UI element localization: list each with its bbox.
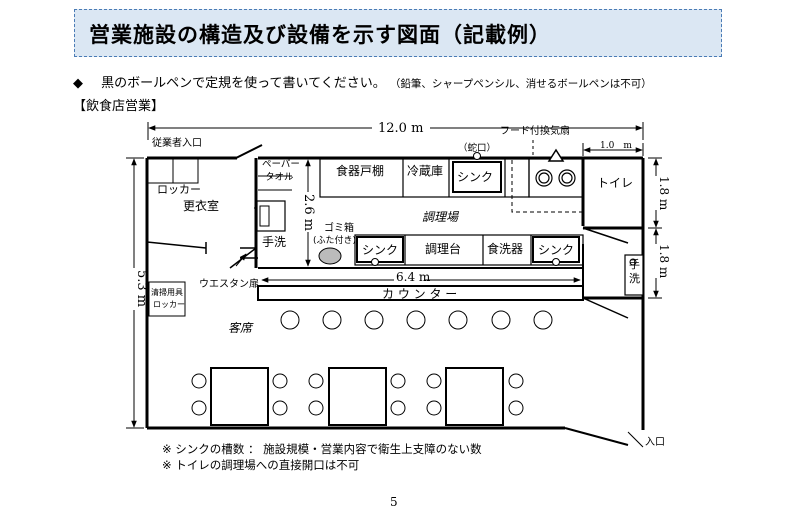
sink-left-label: シンク xyxy=(362,243,398,257)
counter-stool xyxy=(280,310,300,330)
sink-right-label: シンク xyxy=(538,243,574,257)
table-chair xyxy=(272,373,288,389)
dim-total-height-label: 5.3 m xyxy=(134,270,149,307)
page-title: 営業施設の構造及び設備を示す図面（記載例） xyxy=(89,23,551,47)
table-chair xyxy=(308,400,324,416)
counter-stool xyxy=(533,310,553,330)
bullet-icon: ◆ xyxy=(73,76,83,91)
counter-stools xyxy=(280,310,553,330)
table-chair xyxy=(426,373,442,389)
dining-table-group-2 xyxy=(308,367,406,426)
toilet-hand-wash: 手 洗 xyxy=(582,244,644,319)
dimension-kitchen-depth: 2.6 m xyxy=(301,159,316,267)
toilet-label: トイレ xyxy=(597,176,633,190)
dimension-handwash-height: 1.8 m xyxy=(648,228,671,299)
counter: カ ウ ン タ ー xyxy=(257,285,584,301)
hood-fan: フード付換気扇 xyxy=(500,124,583,213)
counter-stool xyxy=(322,310,342,330)
dimension-kitchen-width: 6.4 m xyxy=(261,270,581,284)
prep-table-label: 調理台 xyxy=(425,241,461,256)
dining-table-group-1 xyxy=(191,367,288,426)
cleaning-locker-label-2: ロッカー xyxy=(153,300,185,309)
dining-table xyxy=(328,367,387,426)
staff-entrance-door: 従業者入口 xyxy=(152,136,263,159)
table-chair xyxy=(390,373,406,389)
counter-stool xyxy=(364,310,384,330)
western-door: ウエスタン扉 xyxy=(199,253,259,290)
table-chair xyxy=(426,400,442,416)
cleaning-locker: 清掃用具 ロッカー xyxy=(148,281,186,317)
table-chair xyxy=(390,400,406,416)
section-label: 【飲食店営業】 xyxy=(73,99,165,114)
paper-towel-label-2: タオル xyxy=(265,172,294,183)
cleaning-locker-label-1: 清掃用具 xyxy=(151,287,183,297)
kitchen-upper-equipment: 食器戸棚 冷蔵庫 シンク （蛇口） xyxy=(319,142,530,198)
dimension-toilet-height: 1.8 m xyxy=(648,157,671,229)
locker-label: ロッカー xyxy=(157,183,201,196)
toilet-handwash-label-2: 洗 xyxy=(629,272,640,285)
table-chair xyxy=(308,373,324,389)
dim-total-width-label: 12.0 m xyxy=(378,121,423,136)
dining-table-group-3 xyxy=(426,367,524,426)
dimension-width-total: 12.0 m xyxy=(147,120,644,140)
entrance-label: 入口 xyxy=(645,437,665,448)
table-chair xyxy=(272,400,288,416)
dishwasher-label: 食洗器 xyxy=(487,241,523,256)
table-chair xyxy=(191,373,207,389)
seating-label: 客席 xyxy=(228,321,254,335)
main-entrance-door: 入口 xyxy=(564,427,665,448)
dining-table xyxy=(445,367,504,426)
dim-toilet-height-label: 1.8 m xyxy=(657,176,671,211)
title-banner: 営業施設の構造及び設備を示す図面（記載例） xyxy=(74,9,722,57)
changing-room-label: 更衣室 xyxy=(183,198,219,213)
counter-stool xyxy=(448,310,468,330)
instruction-line: ◆ 黒のボールペンで定規を使って書いてください。 （鉛筆、シャープペンシル、消せ… xyxy=(73,72,652,91)
stove xyxy=(528,148,584,198)
dim-kitchen-depth-label: 2.6 m xyxy=(301,194,316,231)
dimension-toilet-width: 1.0 m xyxy=(582,141,644,156)
footnote-1: ※ シンクの槽数 ： 施設規模・営業内容で衛生上支障のない数 xyxy=(162,442,482,456)
toilet-room: トイレ xyxy=(581,158,643,244)
instruction-sub: （鉛筆、シャープペンシル、消せるボールペンは不可） xyxy=(389,78,652,90)
paper-towel-dispenser: ペーパー タオル xyxy=(258,159,300,191)
hand-wash-label: 手洗 xyxy=(262,235,286,249)
counter-label: カ ウ ン タ ー xyxy=(382,287,457,301)
dim-toilet-width-label: 1.0 m xyxy=(600,141,632,151)
western-door-label: ウエスタン扉 xyxy=(199,277,259,290)
dimension-height-total: 5.3 m xyxy=(126,157,149,429)
table-chair xyxy=(191,400,207,416)
refrigerator-label: 冷蔵庫 xyxy=(407,164,443,178)
dim-kitchen-width-label: 6.4 m xyxy=(396,270,431,284)
dim-handwash-height-label: 1.8 m xyxy=(657,244,671,279)
paper-towel-label-1: ペーパー xyxy=(262,159,300,170)
footnote-2: ※ トイレの調理場への直接開口は不可 xyxy=(162,458,359,472)
trash-can: ゴミ箱 (ふた付き) xyxy=(313,221,356,265)
instruction-main: 黒のボールペンで定規を使って書いてください。 xyxy=(101,76,386,91)
trash-label-1: ゴミ箱 xyxy=(324,221,354,234)
trash-label-2: (ふた付き) xyxy=(313,235,356,246)
staff-hand-wash: 手洗 xyxy=(256,200,286,249)
changing-room: ロッカー 更衣室 xyxy=(146,158,264,269)
staff-entrance-label: 従業者入口 xyxy=(152,136,202,149)
counter-stool xyxy=(406,310,426,330)
counter-stool xyxy=(491,310,511,330)
dining-table xyxy=(210,367,269,426)
hood-fan-label: フード付換気扇 xyxy=(500,124,570,137)
sink-upper-label: シンク xyxy=(457,170,493,184)
table-chair xyxy=(508,400,524,416)
faucet-label: （蛇口） xyxy=(458,142,496,154)
page-number: 5 xyxy=(390,495,398,509)
table-chair xyxy=(508,373,524,389)
toilet-handwash-label-1: 手 xyxy=(629,257,640,271)
kitchen-lower-equipment: シンク 調理台 食洗器 シンク xyxy=(354,234,584,266)
dish-cabinet-label: 食器戸棚 xyxy=(336,163,384,178)
kitchen-label: 調理場 xyxy=(422,210,460,224)
